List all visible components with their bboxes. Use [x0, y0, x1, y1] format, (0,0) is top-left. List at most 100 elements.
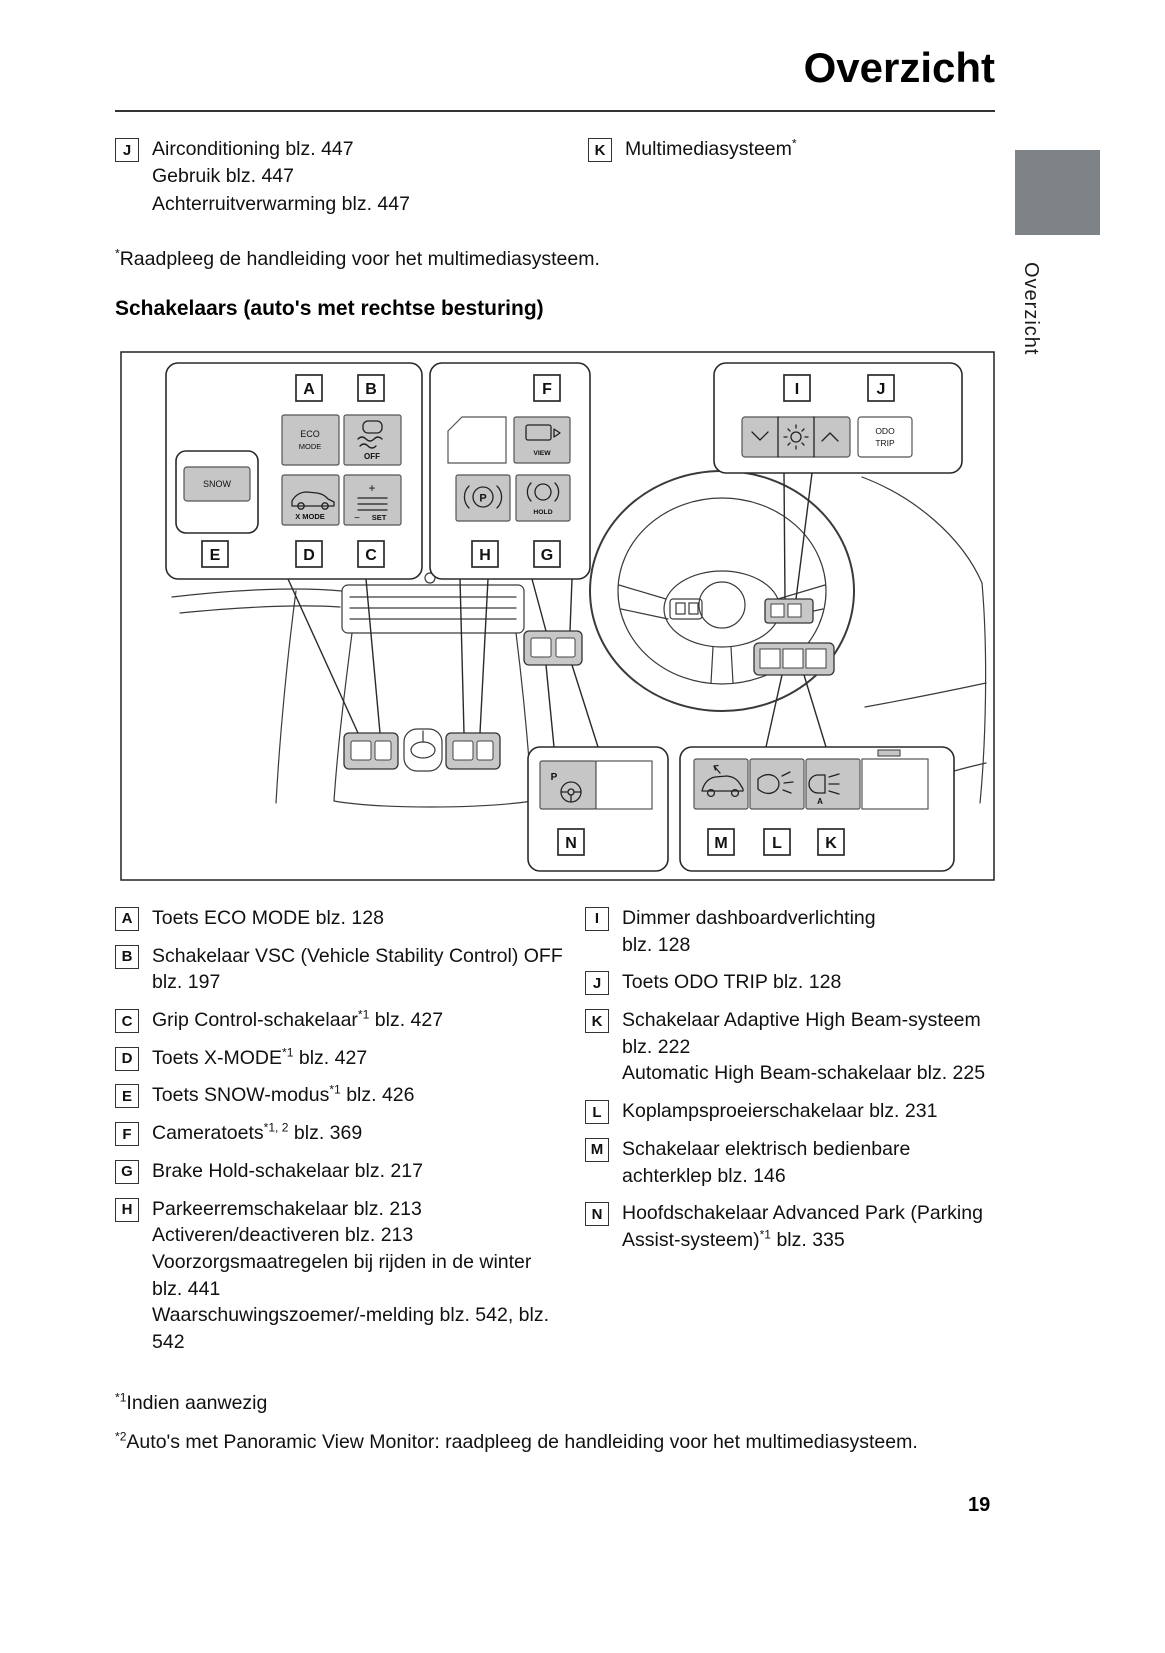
legend-text-J: Toets ODO TRIP blz. 128: [622, 971, 842, 994]
headlamp-washer-icon: [757, 771, 794, 794]
legend-letter-L: L: [585, 1100, 609, 1125]
callout-letter-J: J: [877, 381, 886, 398]
callout-letter-J-ref: J: [115, 138, 139, 162]
switch-key: [782, 648, 804, 669]
button-face: [741, 416, 851, 458]
x-mode-label: X MODE: [295, 512, 325, 521]
small-slider: [877, 749, 901, 757]
legend-text-A: Toets ECO MODE blz. 128: [152, 906, 384, 929]
steering-airbag: [698, 581, 746, 629]
callout-letter-E: E: [210, 547, 221, 564]
callout-letter-box-B: [357, 374, 385, 402]
page-number: 19: [968, 1494, 991, 1516]
view-label: VIEW: [533, 450, 551, 457]
legend-text-I: Dimmer dashboardverlichting blz. 128: [622, 906, 876, 956]
switch-key: [805, 648, 827, 669]
legend-text-H: Parkeerremschakelaar blz. 213 Activeren/…: [152, 1197, 550, 1354]
callout-letter-K: K: [825, 835, 837, 852]
auto-high-beam-button: A: [805, 758, 861, 810]
ref-text: Multimediasysteem: [625, 138, 792, 160]
blank-switch-n: [595, 760, 653, 810]
button-face: [281, 414, 340, 466]
switches-diagram-svg: ECO MODE OFF: [120, 351, 995, 881]
sidebar-vertical-label: Overzicht: [1020, 262, 1042, 356]
switch-key: [476, 740, 494, 761]
footnote-marker: *1: [329, 1082, 341, 1097]
console-bottom: [333, 800, 533, 808]
section-heading: Schakelaars (auto's met rechtse besturin…: [115, 296, 544, 320]
x-mode-icon: [291, 491, 335, 510]
eco-mode-button: ECO MODE: [281, 414, 340, 466]
switch-key: [787, 603, 802, 618]
dimmer-dividers: [777, 416, 815, 458]
advanced-park-button: P: [539, 760, 597, 810]
snow-mode-button: SNOW: [183, 466, 251, 502]
legend-text-N: Hoofdschakelaar Advanced Park (Parking A…: [622, 1202, 983, 1251]
legend-item-H: H Parkeerremschakelaar blz. 213 Activeren…: [115, 1196, 563, 1356]
top-reference-list: J Airconditioning blz. 447 Gebruik blz. …: [115, 136, 995, 218]
callout-letter-box-F: [533, 374, 561, 402]
legend-letter-H: H: [115, 1197, 139, 1222]
connector-line: [287, 578, 359, 734]
dimmer-switch: [741, 416, 851, 458]
footnote-text: Raadpleeg de handleiding voor het multim…: [119, 247, 600, 270]
eco-label: ECO: [300, 429, 320, 439]
set-label: SET: [372, 513, 387, 522]
button-face: [281, 474, 340, 526]
callout-letter-H: H: [479, 547, 491, 564]
sketch-detail: [675, 602, 686, 615]
connector-line: [795, 472, 813, 599]
set-lines-icon: [357, 497, 388, 511]
ref-line: Achterruitverwarming blz. 447: [152, 192, 410, 215]
top-ref-multimedia-lines: Multimediasysteem*: [625, 136, 797, 218]
callout-letter-L: L: [772, 835, 782, 852]
switch-key: [770, 603, 785, 618]
footnote-marker: *1: [357, 1007, 370, 1022]
legend-text-C: Grip Control-schakelaar*1 blz. 427: [152, 1007, 444, 1031]
blank-switch-mlk: [861, 758, 929, 810]
odo-label: ODO: [875, 426, 895, 436]
footnote-marker: *1: [759, 1227, 772, 1242]
parking-brake-button: P: [455, 474, 511, 522]
connector-line: [765, 674, 783, 748]
ref-line: Airconditioning blz. 447: [152, 138, 354, 160]
switch-key: [350, 740, 372, 761]
vsc-off-icon: [357, 420, 383, 449]
chevron-down-icon: [751, 431, 769, 441]
legend-letter-F: F: [115, 1122, 139, 1147]
callout-letter-box-E: [201, 540, 229, 568]
legend-text-F: Cameratoets*1, 2 blz. 369: [152, 1120, 363, 1145]
legend-letter-A: A: [115, 906, 139, 931]
callout-letter-box-K: [817, 828, 845, 856]
brake-hold-button: HOLD: [515, 474, 571, 522]
footnote-text: Indien aanwezig: [126, 1391, 268, 1414]
parking-brake-p-label: P: [479, 492, 486, 504]
brake-hold-icon: [526, 482, 560, 502]
connector-line: [459, 578, 465, 733]
callout-letter-box-M: [707, 828, 735, 856]
footnote-marker: *: [791, 136, 797, 151]
callout-letter-I: I: [795, 381, 799, 398]
console-left-edge: [333, 632, 353, 802]
x-mode-button: X MODE: [281, 474, 340, 526]
switch-panel-targets: [343, 598, 835, 770]
switch-key: [452, 740, 474, 761]
footnote-marker: *: [115, 246, 120, 261]
button-face: [343, 474, 402, 526]
footnote-marker: *2: [115, 1429, 127, 1444]
multimedia-footnote: *Raadpleeg de handleiding voor het multi…: [115, 246, 995, 271]
callout-letter-M: M: [714, 835, 727, 852]
sketch-detail: [688, 602, 699, 615]
page-content: Overzicht J Airconditioning blz. 447 Geb…: [115, 0, 995, 1454]
switch-key: [555, 637, 576, 658]
camera-view-icon: [525, 424, 561, 441]
footnote-marker: *1: [282, 1045, 294, 1060]
callout-letter-box-G: [533, 540, 561, 568]
